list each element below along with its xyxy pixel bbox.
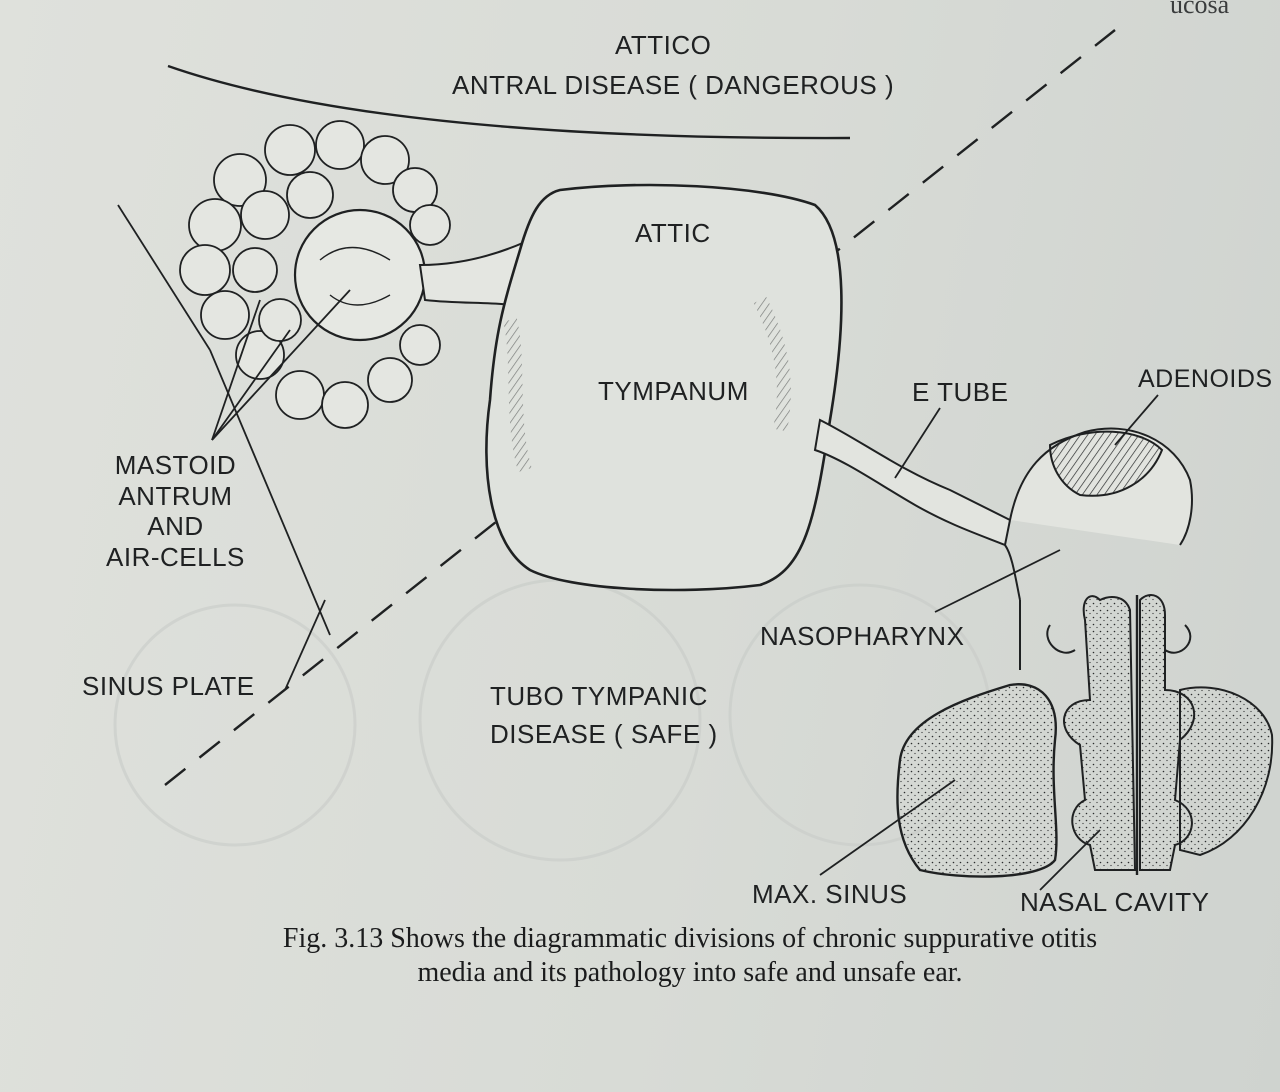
mastoid-antrum: [293, 208, 427, 342]
nasal-cavity: [1046, 594, 1196, 875]
sinus-plate-label: SINUS PLATE: [82, 671, 255, 701]
adenoids-label: ADENOIDS: [1138, 365, 1273, 393]
maxillary-sinus: [896, 683, 1058, 878]
tubo-tympanic-label-line2: DISEASE ( SAFE ): [490, 719, 718, 749]
caption-line-1: Fig. 3.13 Shows the diagrammatic divisio…: [282, 923, 1098, 954]
attico-label-line1: ATTICO: [615, 30, 712, 60]
nasal-lateral-sinus: [1179, 686, 1274, 857]
e-tube-label: E TUBE: [912, 377, 1009, 407]
nasal-cavity-label: NASAL CAVITY: [1020, 887, 1210, 917]
attico-label-line2: ANTRAL DISEASE ( DANGEROUS ): [452, 70, 895, 100]
figure-caption: Fig. 3.13 Shows the diagrammatic divisio…: [150, 922, 1230, 990]
top-text-fragment: ucosa: [1170, 0, 1230, 19]
tubo-tympanic-label-line1: TUBO TYMPANIC: [490, 681, 708, 711]
attico-curve: [167, 64, 851, 140]
max-sinus-label: MAX. SINUS: [752, 879, 908, 909]
nasopharynx-label: NASOPHARYNX: [760, 621, 965, 651]
tympanum-label: TYMPANUM: [598, 376, 749, 406]
adenoids-mass: [1048, 430, 1164, 497]
tympanic-cavity: [485, 183, 843, 592]
leader-lines: [117, 204, 1159, 891]
eustachian-tube: [813, 418, 1012, 547]
attic-label: ATTIC: [635, 218, 711, 248]
caption-line-2: media and its pathology into safe and un…: [417, 957, 963, 989]
mastoid-air-cells: [179, 120, 451, 429]
mastoid-label: MASTOID ANTRUM AND AIR-CELLS: [106, 450, 245, 573]
